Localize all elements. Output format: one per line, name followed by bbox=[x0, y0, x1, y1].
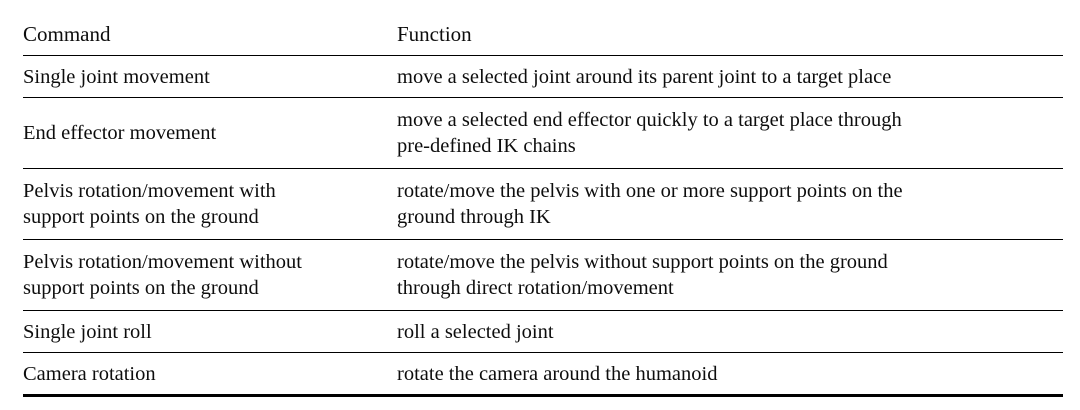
cell-function: rotate/move the pelvis without support p… bbox=[397, 239, 1063, 311]
function-line: pre-defined IK chains bbox=[397, 135, 576, 157]
cell-function: rotate/move the pelvis with one or more … bbox=[397, 168, 1063, 240]
table-row: Pelvis rotation/movement without support… bbox=[23, 239, 1063, 311]
table-row: End effector movement move a selected en… bbox=[23, 97, 1063, 169]
command-line: Single joint movement bbox=[23, 65, 210, 88]
command-line: Camera rotation bbox=[23, 362, 156, 385]
function-line: through direct rotation/movement bbox=[397, 277, 674, 299]
function-line: rotate/move the pelvis with one or more … bbox=[397, 180, 903, 202]
column-header-command: Command bbox=[23, 21, 111, 46]
function-text: rotate the camera around the humanoid bbox=[397, 361, 1063, 387]
function-line: rotate the camera around the humanoid bbox=[397, 362, 718, 385]
command-line: Pelvis rotation/movement with bbox=[23, 180, 276, 202]
function-text: roll a selected joint bbox=[397, 319, 1063, 345]
command-function-table-container: Command Function Single joint movement m… bbox=[23, 12, 1063, 398]
table-header: Command Function bbox=[23, 12, 1063, 56]
cell-function: rotate the camera around the humanoid bbox=[397, 352, 1063, 396]
table-row: Single joint roll roll a selected joint bbox=[23, 310, 1063, 353]
command-line: Single joint roll bbox=[23, 320, 152, 343]
cell-function: move a selected end effector quickly to … bbox=[397, 97, 1063, 169]
cell-command: Camera rotation bbox=[23, 352, 397, 396]
column-header-function: Function bbox=[397, 21, 472, 46]
function-text: rotate/move the pelvis without support p… bbox=[397, 249, 1063, 301]
command-line: End effector movement bbox=[23, 122, 217, 144]
command-text: End effector movement bbox=[23, 120, 397, 146]
command-text: Pelvis rotation/movement without support… bbox=[23, 249, 397, 301]
command-text: Camera rotation bbox=[23, 361, 397, 387]
function-line: rotate/move the pelvis without support p… bbox=[397, 251, 888, 273]
table-body: Single joint movement move a selected jo… bbox=[23, 55, 1063, 398]
function-text: move a selected joint around its parent … bbox=[397, 64, 1063, 90]
table-row: Camera rotation rotate the camera around… bbox=[23, 352, 1063, 396]
cell-function: move a selected joint around its parent … bbox=[397, 55, 1063, 98]
bottom-rule-left bbox=[23, 394, 397, 398]
command-function-table: Command Function Single joint movement m… bbox=[23, 12, 1063, 398]
cell-command: End effector movement bbox=[23, 97, 397, 169]
cell-command: Single joint roll bbox=[23, 310, 397, 353]
function-line: roll a selected joint bbox=[397, 320, 554, 343]
cell-command: Pelvis rotation/movement without support… bbox=[23, 239, 397, 311]
function-line: move a selected joint around its parent … bbox=[397, 65, 892, 88]
command-text: Single joint movement bbox=[23, 64, 397, 90]
bottom-rule-right bbox=[397, 394, 1063, 398]
cell-command: Single joint movement bbox=[23, 55, 397, 98]
table-row: Pelvis rotation/movement with support po… bbox=[23, 168, 1063, 240]
table-bottom-rule bbox=[23, 394, 1063, 398]
table-header-row: Command Function bbox=[23, 12, 1063, 56]
command-line: support points on the ground bbox=[23, 206, 259, 228]
function-line: ground through IK bbox=[397, 206, 551, 228]
cell-command: Pelvis rotation/movement with support po… bbox=[23, 168, 397, 240]
command-line: support points on the ground bbox=[23, 277, 259, 299]
command-text: Single joint roll bbox=[23, 319, 397, 345]
table-row: Single joint movement move a selected jo… bbox=[23, 55, 1063, 98]
command-line: Pelvis rotation/movement without bbox=[23, 251, 303, 273]
command-text: Pelvis rotation/movement with support po… bbox=[23, 178, 397, 230]
cell-function: roll a selected joint bbox=[397, 310, 1063, 353]
function-line: move a selected end effector quickly to … bbox=[397, 109, 902, 131]
function-text: move a selected end effector quickly to … bbox=[397, 107, 1063, 159]
function-text: rotate/move the pelvis with one or more … bbox=[397, 178, 1063, 230]
